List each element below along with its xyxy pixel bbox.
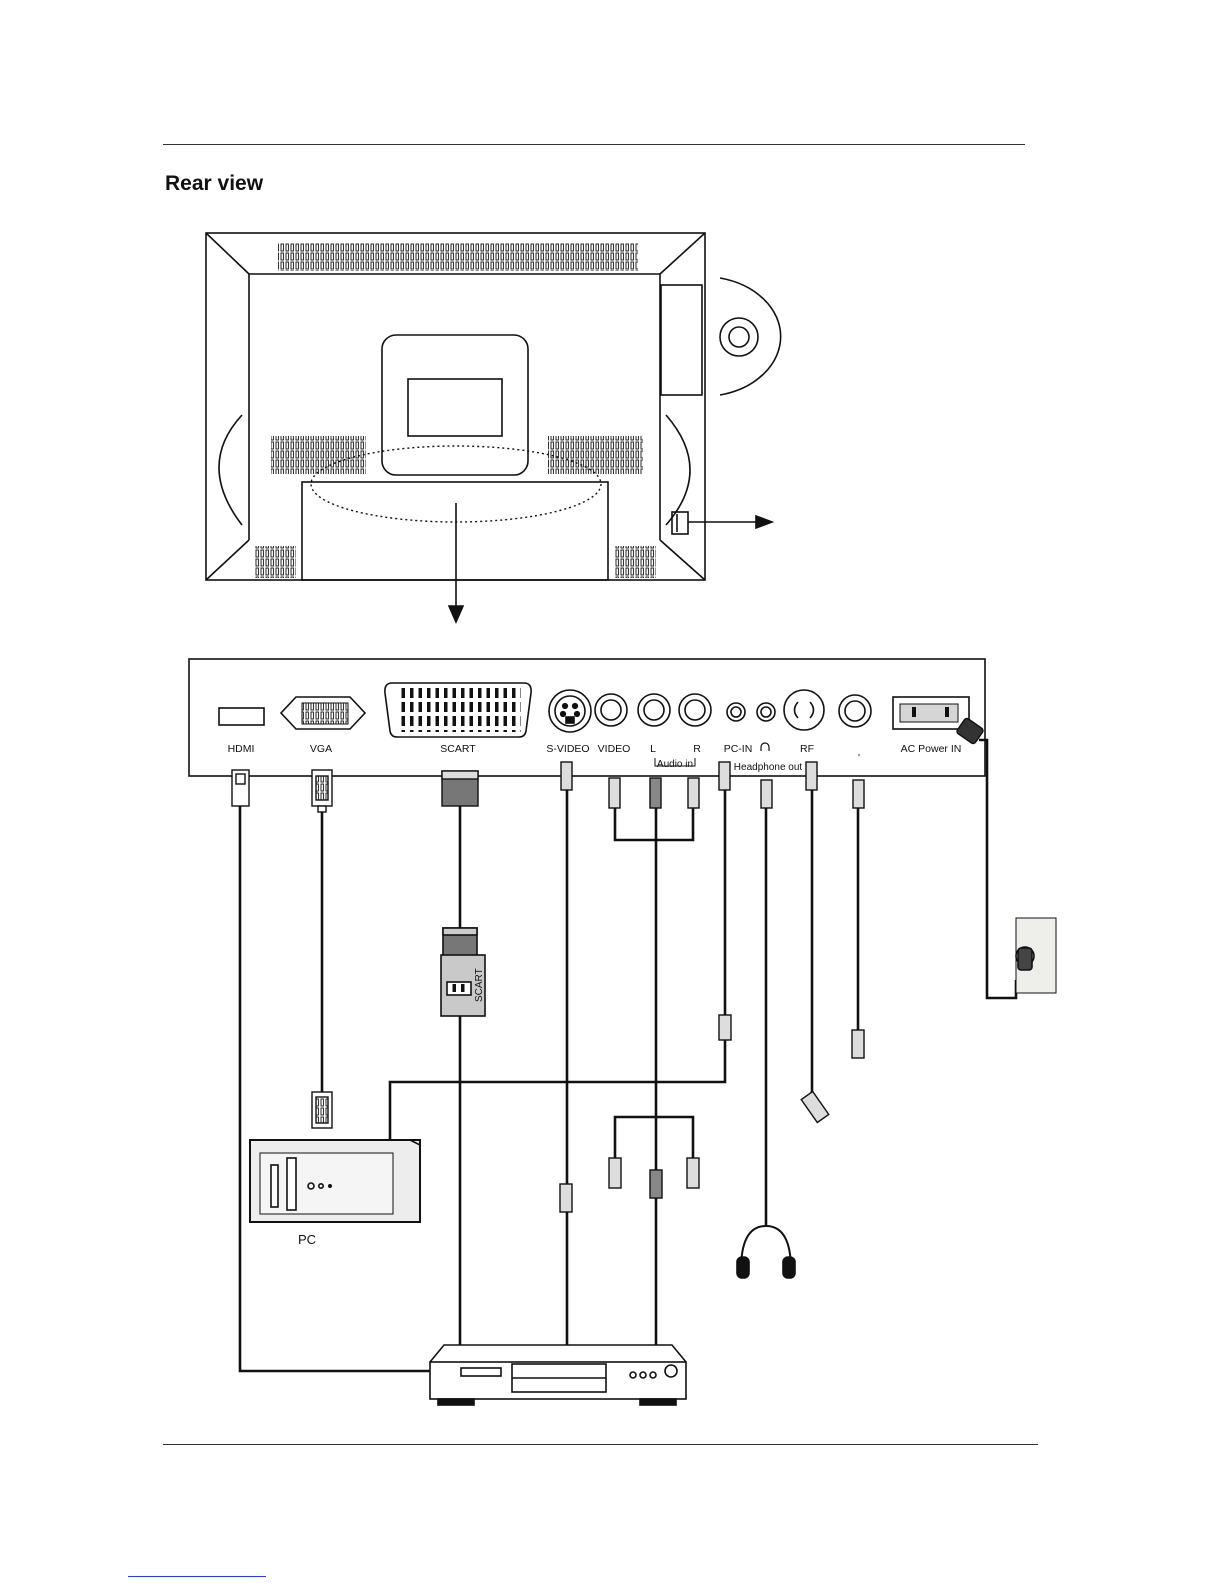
- bottom-rule: [163, 1444, 1038, 1445]
- connector-panel: [189, 659, 985, 776]
- label-scart: SCART: [440, 743, 476, 755]
- headphones-icon: [737, 1226, 795, 1278]
- label-scart-adapter: SCART: [474, 968, 485, 1002]
- label-video: VIDEO: [598, 743, 631, 755]
- label-pc: PC: [298, 1232, 316, 1247]
- label-hdmi: HDMI: [228, 743, 255, 755]
- label-s-video: S-VIDEO: [546, 743, 589, 755]
- label-pc-in: PC-IN: [724, 743, 753, 755]
- label-headphone-out: Headphone out: [734, 762, 803, 773]
- arrow-right-icon: [688, 516, 772, 528]
- label-audio-l: L: [650, 743, 656, 755]
- label-rf: RF: [800, 743, 814, 755]
- footer-link-underline: [128, 1576, 266, 1577]
- plugs-top: [232, 717, 984, 812]
- wall-outlet-icon: [1016, 918, 1056, 993]
- headphone-symbol-icon: [761, 743, 769, 751]
- label-ac-power-in: AC Power IN: [901, 743, 962, 755]
- label-audio-in: Audio in: [657, 759, 693, 770]
- dvd-player-icon: [430, 1345, 686, 1405]
- arrow-down-icon: [449, 503, 463, 622]
- label-vga: VGA: [310, 743, 332, 755]
- cables: [240, 740, 1016, 1371]
- disc-icon: [720, 278, 781, 395]
- label-audio-r: R: [693, 743, 701, 755]
- label-unlabeled-jack: ': [858, 752, 860, 764]
- pc-tower-icon: [250, 1140, 420, 1222]
